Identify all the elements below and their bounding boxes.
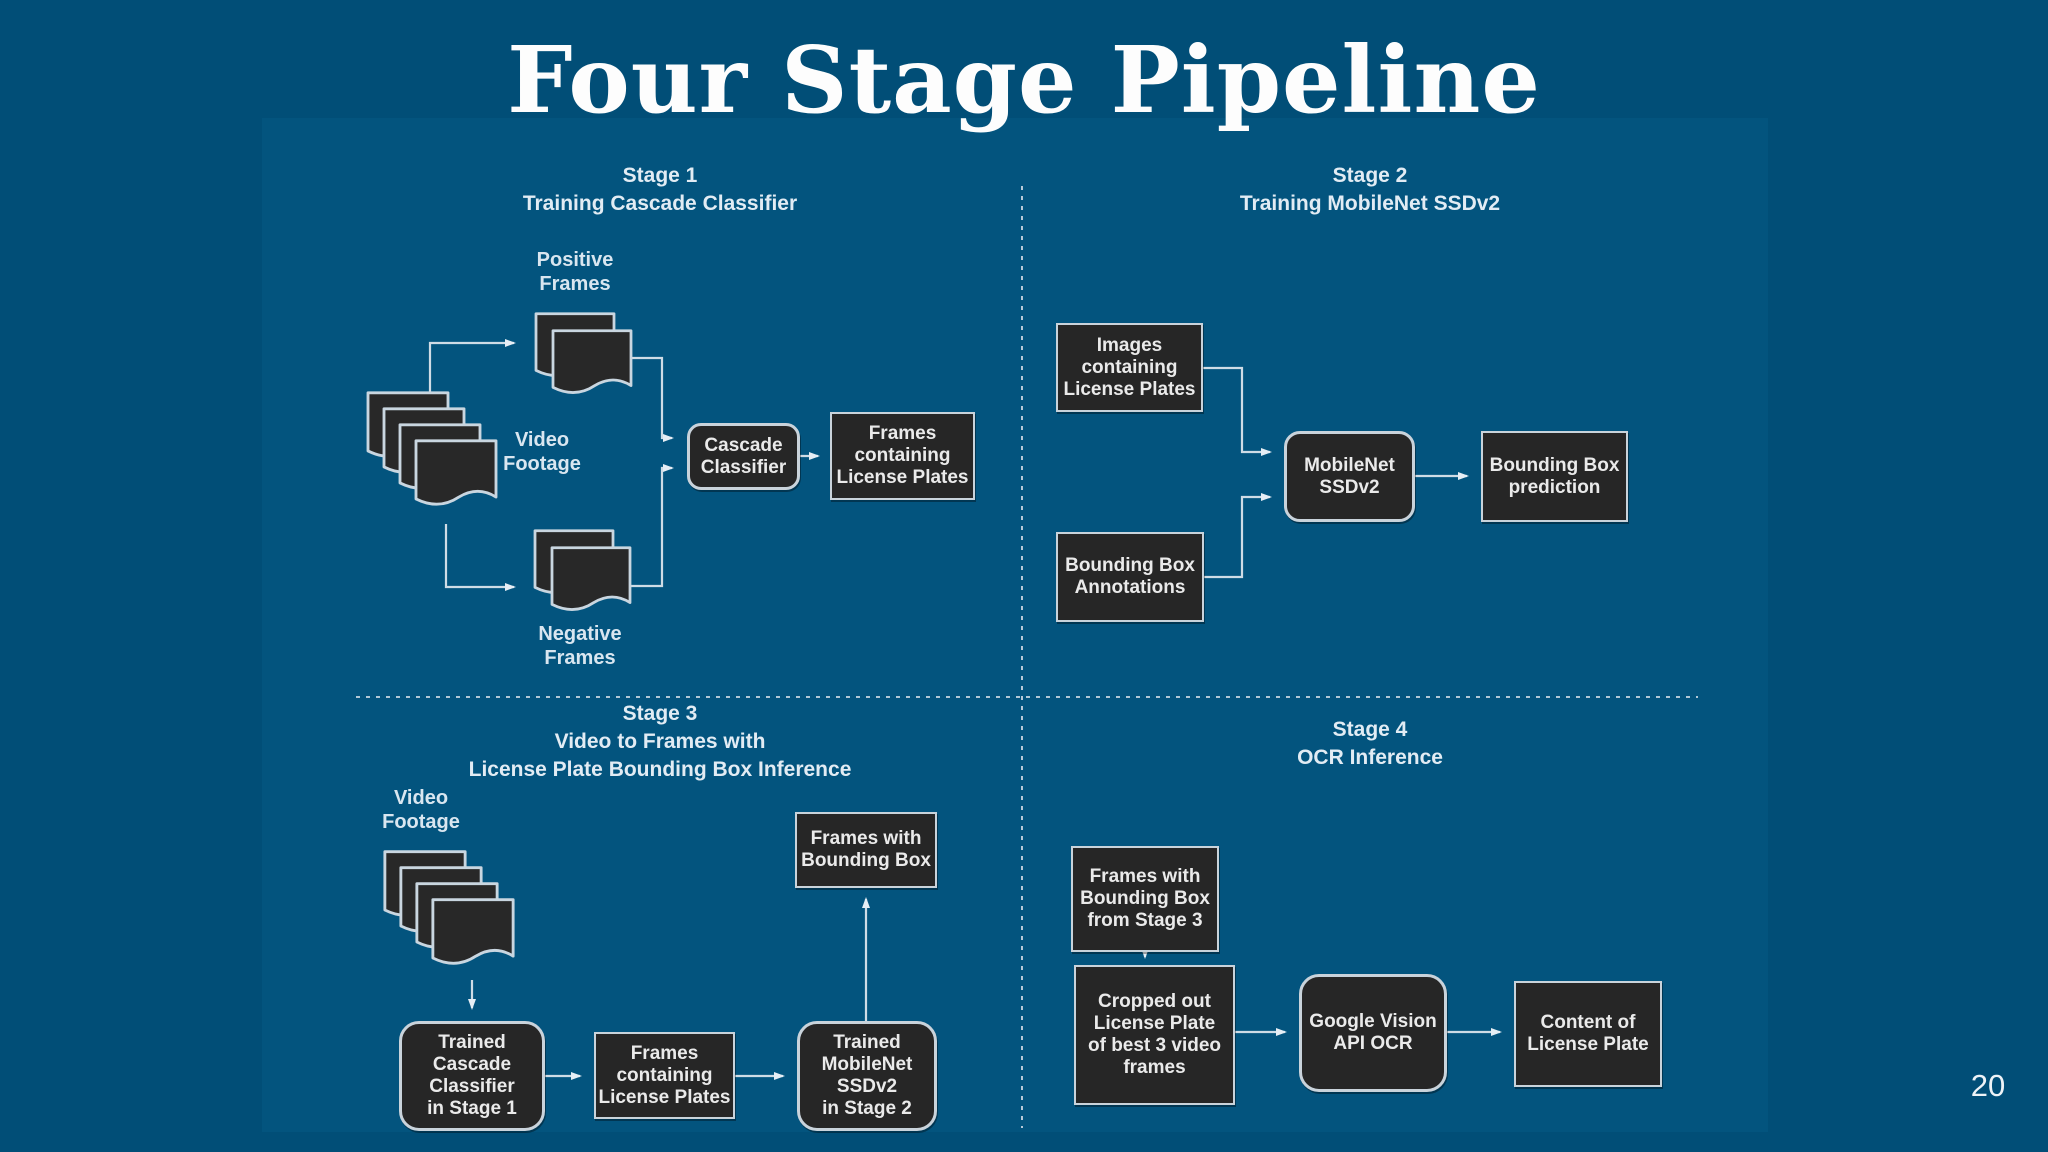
stage3-header: Stage 3 Video to Frames with License Pla… [468, 702, 852, 781]
node-frames-containing-license-plates: Frames containing License Plates [830, 412, 975, 500]
video-footage-stage3-stack-icon [382, 848, 518, 980]
video-footage-stack-icon [365, 390, 501, 520]
node-frames-with-bounding-box-from-stage3: Frames with Bounding Box from Stage 3 [1071, 846, 1219, 952]
connector-images-to-mobilenet [1203, 366, 1272, 456]
document-icon [551, 329, 633, 394]
slide-title: Four Stage Pipeline [507, 26, 1541, 134]
node-bounding-box-prediction: Bounding Box prediction [1481, 431, 1628, 522]
node-google-vision-api-ocr: Google Vision API OCR [1299, 974, 1447, 1092]
document-icon [431, 898, 515, 965]
stage4-header: Stage 4 OCR Inference [1297, 718, 1443, 769]
node-images-containing-license-plates: Images containing License Plates [1056, 323, 1203, 412]
document-icon [414, 439, 498, 506]
video-footage-label: Video Footage [503, 429, 581, 475]
node-bounding-box-annotations: Bounding Box Annotations [1056, 532, 1204, 622]
stage2-header: Stage 2 Training MobileNet SSDv2 [1239, 164, 1501, 215]
document-icon [550, 546, 632, 611]
node-frames-with-bounding-box: Frames with Bounding Box [795, 812, 937, 888]
pipeline-diagram-background [262, 118, 1768, 1132]
negative-frames-stack-icon [532, 528, 634, 624]
stage1-header: Stage 1 Training Cascade Classifier [522, 164, 798, 215]
positive-frames-stack-icon [533, 311, 635, 407]
node-trained-cascade-classifier: Trained Cascade Classifier in Stage 1 [399, 1021, 545, 1131]
node-cropped-out-license-plate: Cropped out License Plate of best 3 vide… [1074, 965, 1235, 1105]
positive-frames-label: Positive Frames [536, 249, 614, 295]
connector-negative-to-cascade [630, 464, 674, 588]
node-mobilenet-ssdv2: MobileNet SSDv2 [1284, 431, 1415, 522]
connector-annotations-to-mobilenet [1204, 493, 1272, 579]
node-frames-containing-license-plates-stage3: Frames containing License Plates [594, 1032, 735, 1119]
negative-frames-label: Negative Frames [538, 623, 622, 669]
page-number: 20 [1970, 1068, 2006, 1103]
node-trained-mobilenet-ssdv2: Trained MobileNet SSDv2 in Stage 2 [797, 1021, 937, 1131]
connector-footage-to-positive [428, 339, 516, 392]
video-footage-stage3-label: Video Footage [382, 787, 460, 833]
node-content-of-license-plate: Content of License Plate [1514, 981, 1662, 1087]
connector-footage-to-negative [444, 524, 516, 591]
connector-positive-to-cascade [632, 356, 674, 442]
node-cascade-classifier: Cascade Classifier [687, 423, 800, 490]
